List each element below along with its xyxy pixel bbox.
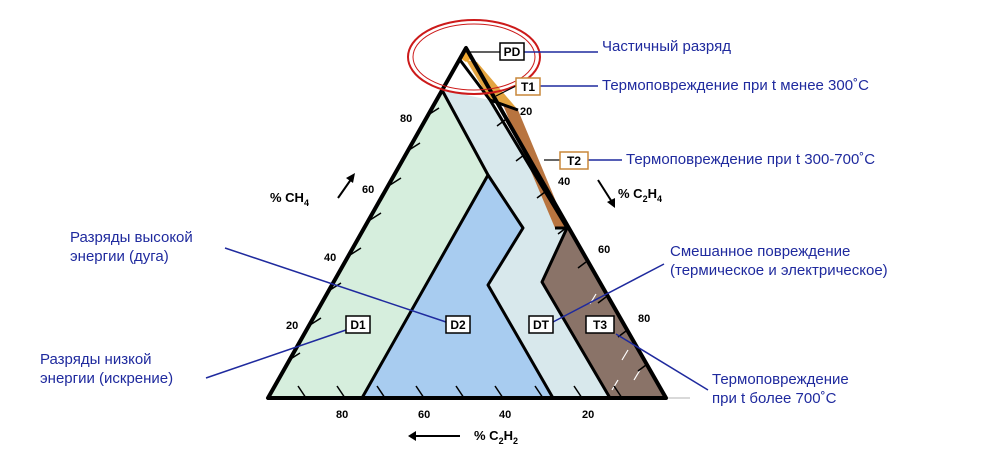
callout-t1-text: Термоповреждение при t менее 300˚С (602, 77, 869, 94)
d1-label: D1 (350, 318, 366, 332)
left-tick-80: 80 (400, 113, 412, 125)
bottom-axis-ticks (297, 385, 623, 399)
callout-d1-text: Разряды низкой энергии (искрение) (40, 350, 173, 388)
callout-dt-line2: (термическое и электрическое) (670, 262, 888, 279)
bottom-tick-60: 60 (418, 409, 430, 421)
callout-d2-line2: энергии (дуга) (70, 248, 169, 265)
dt-label: DT (533, 318, 550, 332)
boundary-d2-dt (486, 174, 555, 399)
t1-label-box (515, 77, 541, 96)
callout-d1-line1: Разряды низкой (40, 351, 152, 368)
left-tick-60: 60 (362, 184, 374, 196)
d2-label-box (445, 315, 471, 334)
callout-t2-text: Термоповреждение при t 300-700˚С (626, 151, 876, 168)
callout-t3-line2: при t более 700˚С (712, 390, 837, 407)
right-axis-arrowhead (607, 198, 615, 208)
zone-t3 (542, 228, 666, 398)
t3-label: T3 (593, 318, 607, 332)
d1-label-box (345, 315, 371, 334)
left-axis-title: % CH4 (270, 190, 309, 208)
right-tick-60: 60 (598, 244, 610, 256)
callout-d2-line1: Разряды высокой (70, 229, 193, 246)
left-axis-arrowhead (346, 173, 355, 183)
bottom-tick-20: 20 (582, 409, 594, 421)
pd-highlight-ellipse (407, 19, 541, 95)
bottom-tick-80: 80 (336, 409, 348, 421)
t2-label: T2 (567, 154, 581, 168)
right-axis-title: % C2H4 (618, 186, 662, 204)
callout-dt-line1: Смешанное повреждение (670, 243, 851, 260)
right-tick-20: 20 (520, 106, 532, 118)
triangle-outline (266, 46, 668, 400)
callout-t3-text: Термоповреждение при t более 700˚С (712, 370, 849, 408)
left-tick-40: 40 (324, 252, 336, 264)
t1-leader (495, 85, 517, 97)
left-axis-ticks (288, 107, 440, 361)
callout-t3-line1: Термоповреждение (712, 371, 849, 388)
dt-label-box (528, 315, 554, 334)
callout-d1-line2: энергии (искрение) (40, 370, 174, 387)
callout-d2-text: Разряды высокой энергии (дуга) (70, 228, 193, 266)
callout-line-dt (552, 263, 665, 323)
bottom-tick-40: 40 (499, 409, 511, 421)
callout-line-t3 (615, 333, 709, 391)
callout-line-d1 (205, 329, 347, 379)
d2-label: D2 (450, 318, 466, 332)
zone-d2 (362, 175, 553, 398)
left-tick-20: 20 (286, 320, 298, 332)
left-axis-arrow (337, 177, 353, 199)
bottom-axis-arrowhead (408, 431, 416, 441)
t2-label-box (559, 151, 589, 170)
pd-label-box (499, 42, 525, 61)
bottom-axis-title: % C2H2 (474, 428, 518, 446)
callout-dt-text: Смешанное повреждение (термическое и эле… (670, 242, 888, 280)
zone-pd (460, 48, 472, 62)
right-axis-arrow (597, 179, 613, 203)
t1-label: T1 (521, 80, 535, 94)
callout-pd-text: Частичный разряд (602, 38, 731, 55)
pd-highlight-ellipse-inner (412, 23, 536, 91)
right-tick-80: 80 (638, 313, 650, 325)
right-axis-ticks (496, 119, 647, 372)
callout-line-d2 (224, 247, 447, 323)
t3-label-box (585, 315, 615, 334)
zone-d1 (268, 90, 488, 398)
right-tick-40: 40 (558, 176, 570, 188)
pd-label: PD (504, 45, 521, 59)
